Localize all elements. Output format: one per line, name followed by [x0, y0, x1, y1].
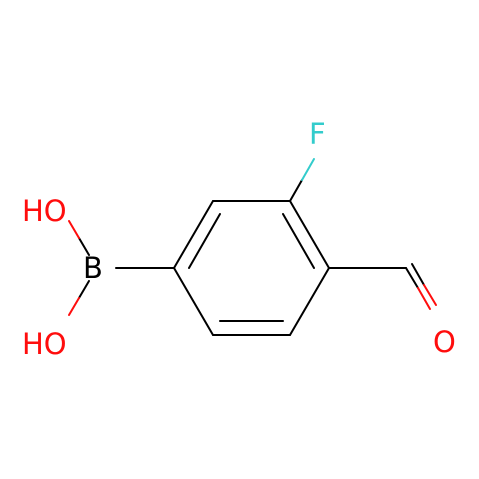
bond-ring-c6-c1 [173, 267, 214, 336]
bond-c-o-double-1-red [417, 287, 431, 310]
atom-label-hydroxyl-bottom: HO [22, 327, 67, 361]
bond-ring-c1-c2-inner [188, 213, 221, 269]
bond-b-o-top-black [78, 237, 90, 256]
bond-ring-c1-c2 [173, 200, 214, 269]
bonds [68, 158, 437, 336]
bond-ring-c3-c4-inner [282, 213, 315, 269]
bond-ring-c4-c5 [289, 267, 330, 336]
atom-label-hydroxyl-top: HO [22, 194, 67, 228]
bond-c-o-double-1-black [405, 267, 419, 289]
bond-b-o-top-red [68, 220, 80, 239]
bond-ring-c3-c4 [289, 200, 330, 269]
bond-b-o-bottom-red [68, 297, 80, 316]
atom-label-fluorine: F [309, 117, 326, 151]
atom-label-boron: B [83, 251, 103, 285]
atom-label-oxygen: O [433, 325, 456, 359]
bond-c-o-double-2-black [411, 263, 425, 286]
bond-b-o-bottom-black [78, 280, 90, 299]
bond-c-f-black [289, 179, 303, 202]
atom-labels: HO HO B F O [22, 117, 456, 361]
bond-c-o-double-2-red [423, 284, 437, 306]
bond-c-f-cyan [301, 158, 315, 181]
